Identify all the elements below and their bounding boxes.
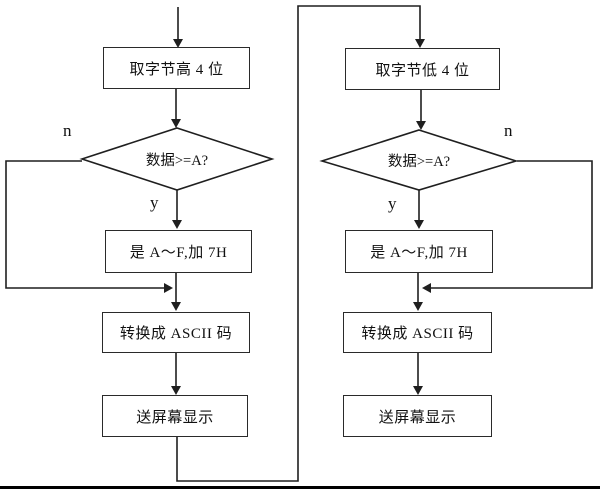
right-step1-box: 取字节低 4 位 — [345, 48, 500, 90]
bottom-rule — [0, 486, 600, 489]
left-step3-box: 转换成 ASCII 码 — [102, 312, 250, 353]
right-yes-branch-label: y — [388, 194, 397, 213]
left-step4-box: 送屏幕显示 — [102, 395, 248, 437]
arrow-left-no-branch — [5, 160, 173, 293]
arrow-right-step1-to-decision — [416, 90, 426, 130]
arrow-right-no-branch — [422, 160, 593, 293]
arrow-left-step3-to-step4 — [171, 353, 181, 395]
arrow-right-step2-to-step3 — [413, 273, 423, 311]
arrow-entry-left — [173, 7, 183, 48]
right-step3-box: 转换成 ASCII 码 — [343, 312, 492, 353]
right-decision-label: 数据>=A? — [387, 153, 451, 170]
arrow-left-step2-to-step3 — [171, 273, 181, 311]
connector-left-to-right-column — [176, 5, 425, 482]
arrow-right-decision-to-step2 — [414, 190, 424, 229]
left-yes-branch-label: y — [150, 193, 159, 212]
right-step2-box: 是 A～F,加 7H — [345, 230, 493, 273]
arrow-left-decision-to-step2 — [172, 190, 182, 229]
left-step2-box: 是 A～F,加 7H — [105, 230, 252, 273]
left-no-branch-label: n — [63, 121, 72, 140]
arrow-left-step1-to-decision — [171, 89, 181, 128]
right-step4-box: 送屏幕显示 — [343, 395, 492, 437]
left-step1-box: 取字节高 4 位 — [103, 47, 250, 89]
arrow-right-step3-to-step4 — [413, 353, 423, 395]
left-decision-label: 数据>=A? — [145, 152, 209, 169]
right-no-branch-label: n — [504, 121, 513, 140]
